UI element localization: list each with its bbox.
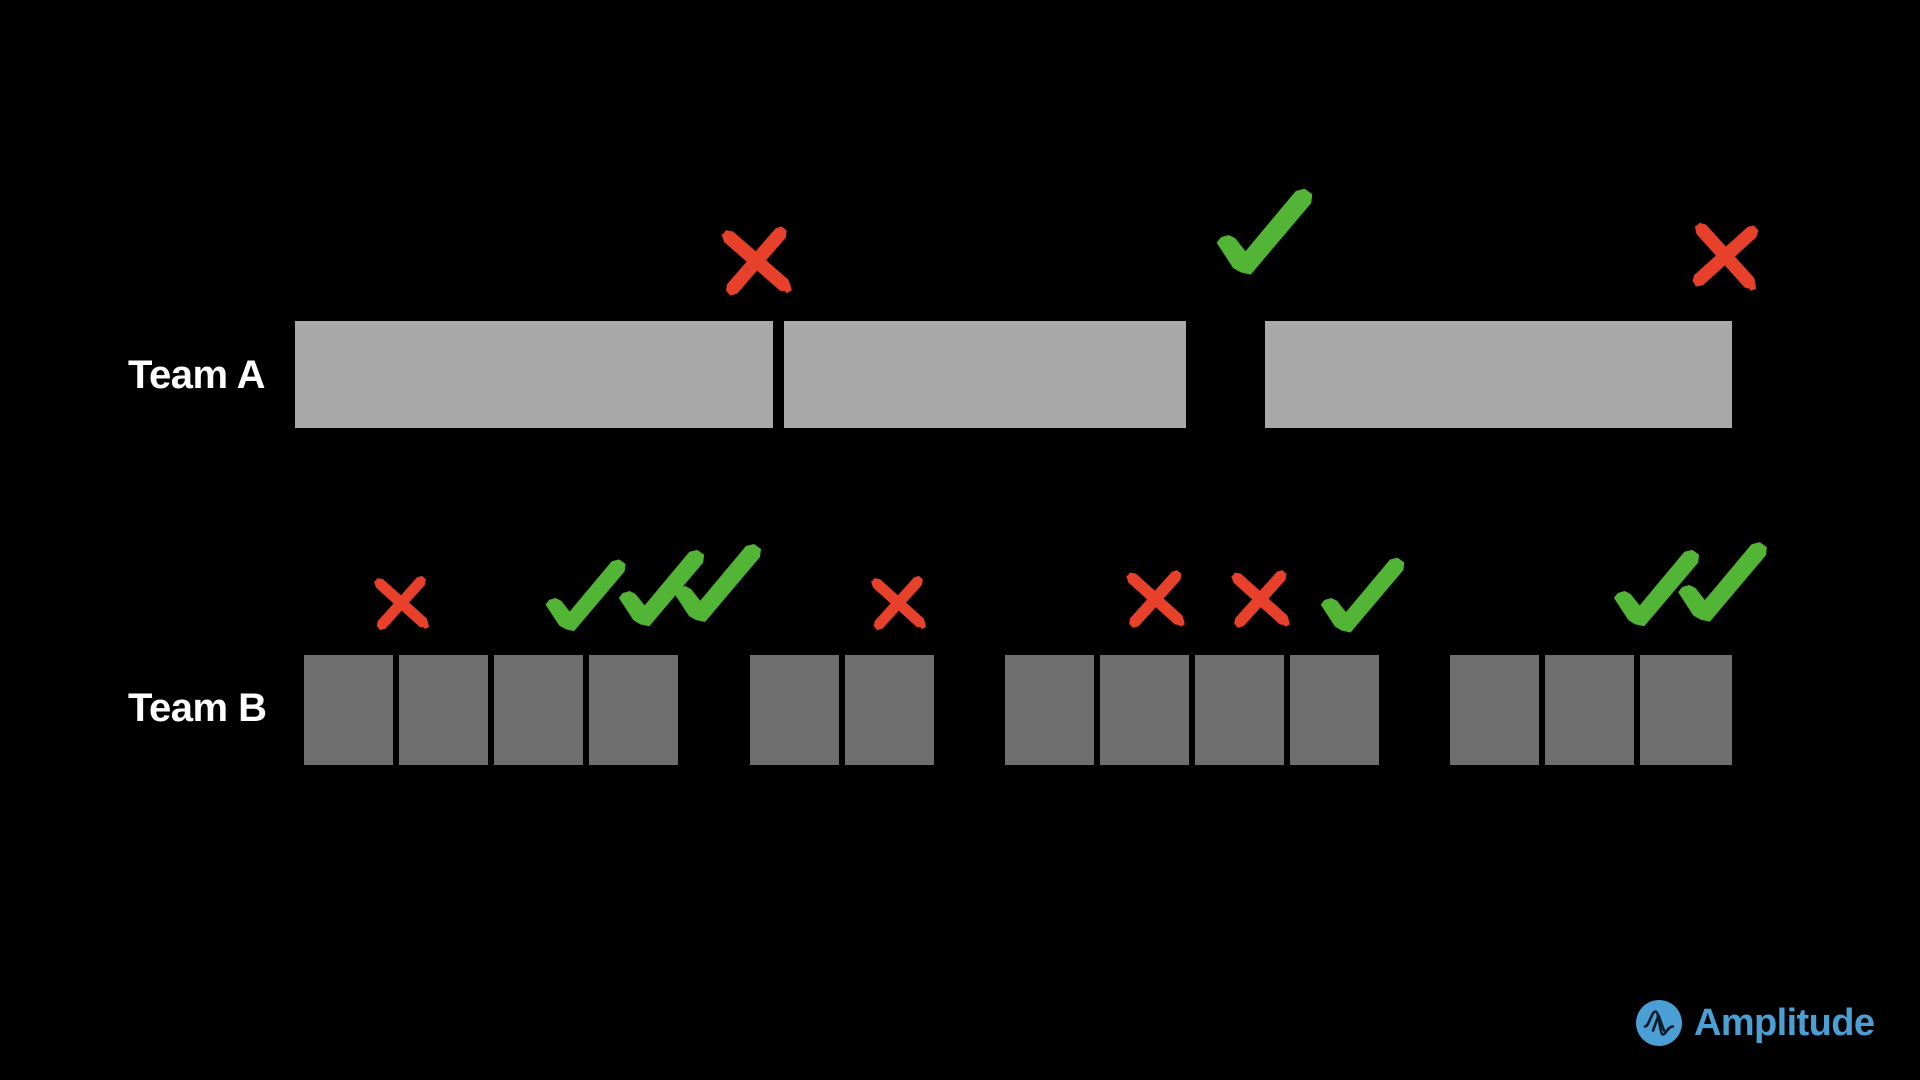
amplitude-logo-icon bbox=[1636, 1000, 1682, 1046]
cross-icon bbox=[865, 570, 930, 635]
check-icon bbox=[668, 536, 768, 636]
team-b-block bbox=[1290, 655, 1379, 765]
team-b-block bbox=[1545, 655, 1634, 765]
check-icon bbox=[1672, 534, 1774, 636]
team-b-block bbox=[1640, 655, 1732, 765]
check-icon bbox=[1210, 180, 1320, 290]
team-b-block bbox=[1005, 655, 1094, 765]
team-b-block bbox=[304, 655, 393, 765]
amplitude-wordmark: Amplitude bbox=[1694, 1002, 1875, 1044]
check-icon bbox=[1315, 550, 1411, 646]
team-b-block bbox=[1100, 655, 1189, 765]
row-label-team-b: Team B bbox=[128, 686, 267, 730]
cross-icon bbox=[368, 570, 433, 635]
team-b-block bbox=[589, 655, 678, 765]
team-b-block bbox=[1195, 655, 1284, 765]
team-a-block bbox=[1265, 321, 1732, 428]
cross-icon bbox=[1120, 564, 1189, 633]
team-b-block bbox=[399, 655, 488, 765]
team-b-block bbox=[845, 655, 934, 765]
team-a-block bbox=[295, 321, 773, 428]
amplitude-logo: Amplitude bbox=[1636, 1000, 1875, 1046]
check-icon bbox=[613, 542, 711, 640]
team-a-block bbox=[784, 321, 1186, 428]
row-label-team-a: Team A bbox=[128, 353, 266, 397]
team-b-block bbox=[494, 655, 583, 765]
team-b-block bbox=[750, 655, 839, 765]
cross-icon bbox=[1685, 216, 1765, 296]
check-icon bbox=[1608, 542, 1706, 640]
cross-icon bbox=[1225, 564, 1294, 633]
team-b-block bbox=[1450, 655, 1539, 765]
cross-icon bbox=[714, 219, 797, 302]
check-icon bbox=[540, 552, 632, 644]
